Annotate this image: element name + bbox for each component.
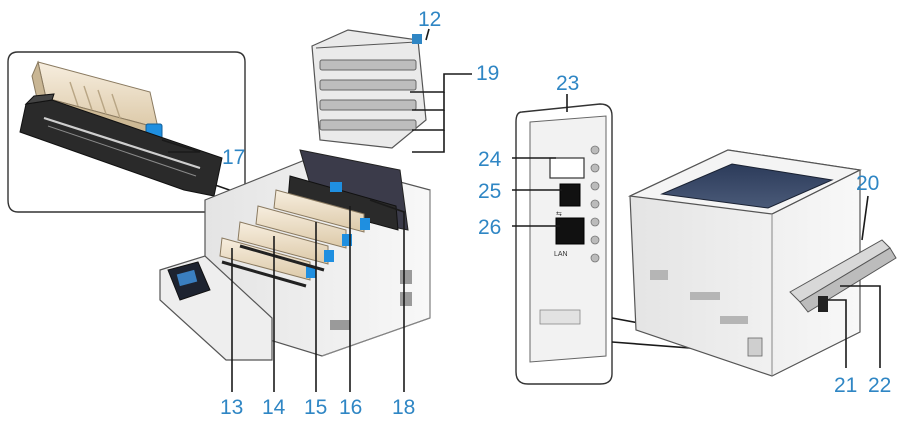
- callout-20: 20: [856, 172, 879, 195]
- callout-26: 26: [478, 216, 501, 239]
- callout-21: 21: [834, 374, 857, 397]
- printer-open-icon: [159, 29, 431, 361]
- callout-25: 25: [478, 180, 501, 203]
- callout-12: 12: [418, 8, 441, 31]
- callout-17: 17: [222, 146, 245, 169]
- callout-13: 13: [220, 396, 243, 419]
- callout-22: 22: [868, 374, 891, 397]
- interface-panel-icon: ⇆ LAN: [515, 103, 743, 385]
- callout-labels: 12 17 19 13 14 15 16 18 23 24 25 26 20 2…: [220, 8, 891, 419]
- printer-rear-icon: [627, 149, 897, 377]
- lan-label: LAN: [554, 251, 568, 258]
- callout-14: 14: [262, 396, 286, 419]
- callout-15: 15: [304, 396, 327, 419]
- callout-19: 19: [476, 62, 499, 85]
- leader-lines: [161, 28, 881, 392]
- usb-symbol: ⇆: [556, 211, 562, 218]
- callout-16: 16: [339, 396, 362, 419]
- callout-18: 18: [392, 396, 415, 419]
- callout-23: 23: [556, 72, 579, 95]
- callout-24: 24: [478, 148, 502, 171]
